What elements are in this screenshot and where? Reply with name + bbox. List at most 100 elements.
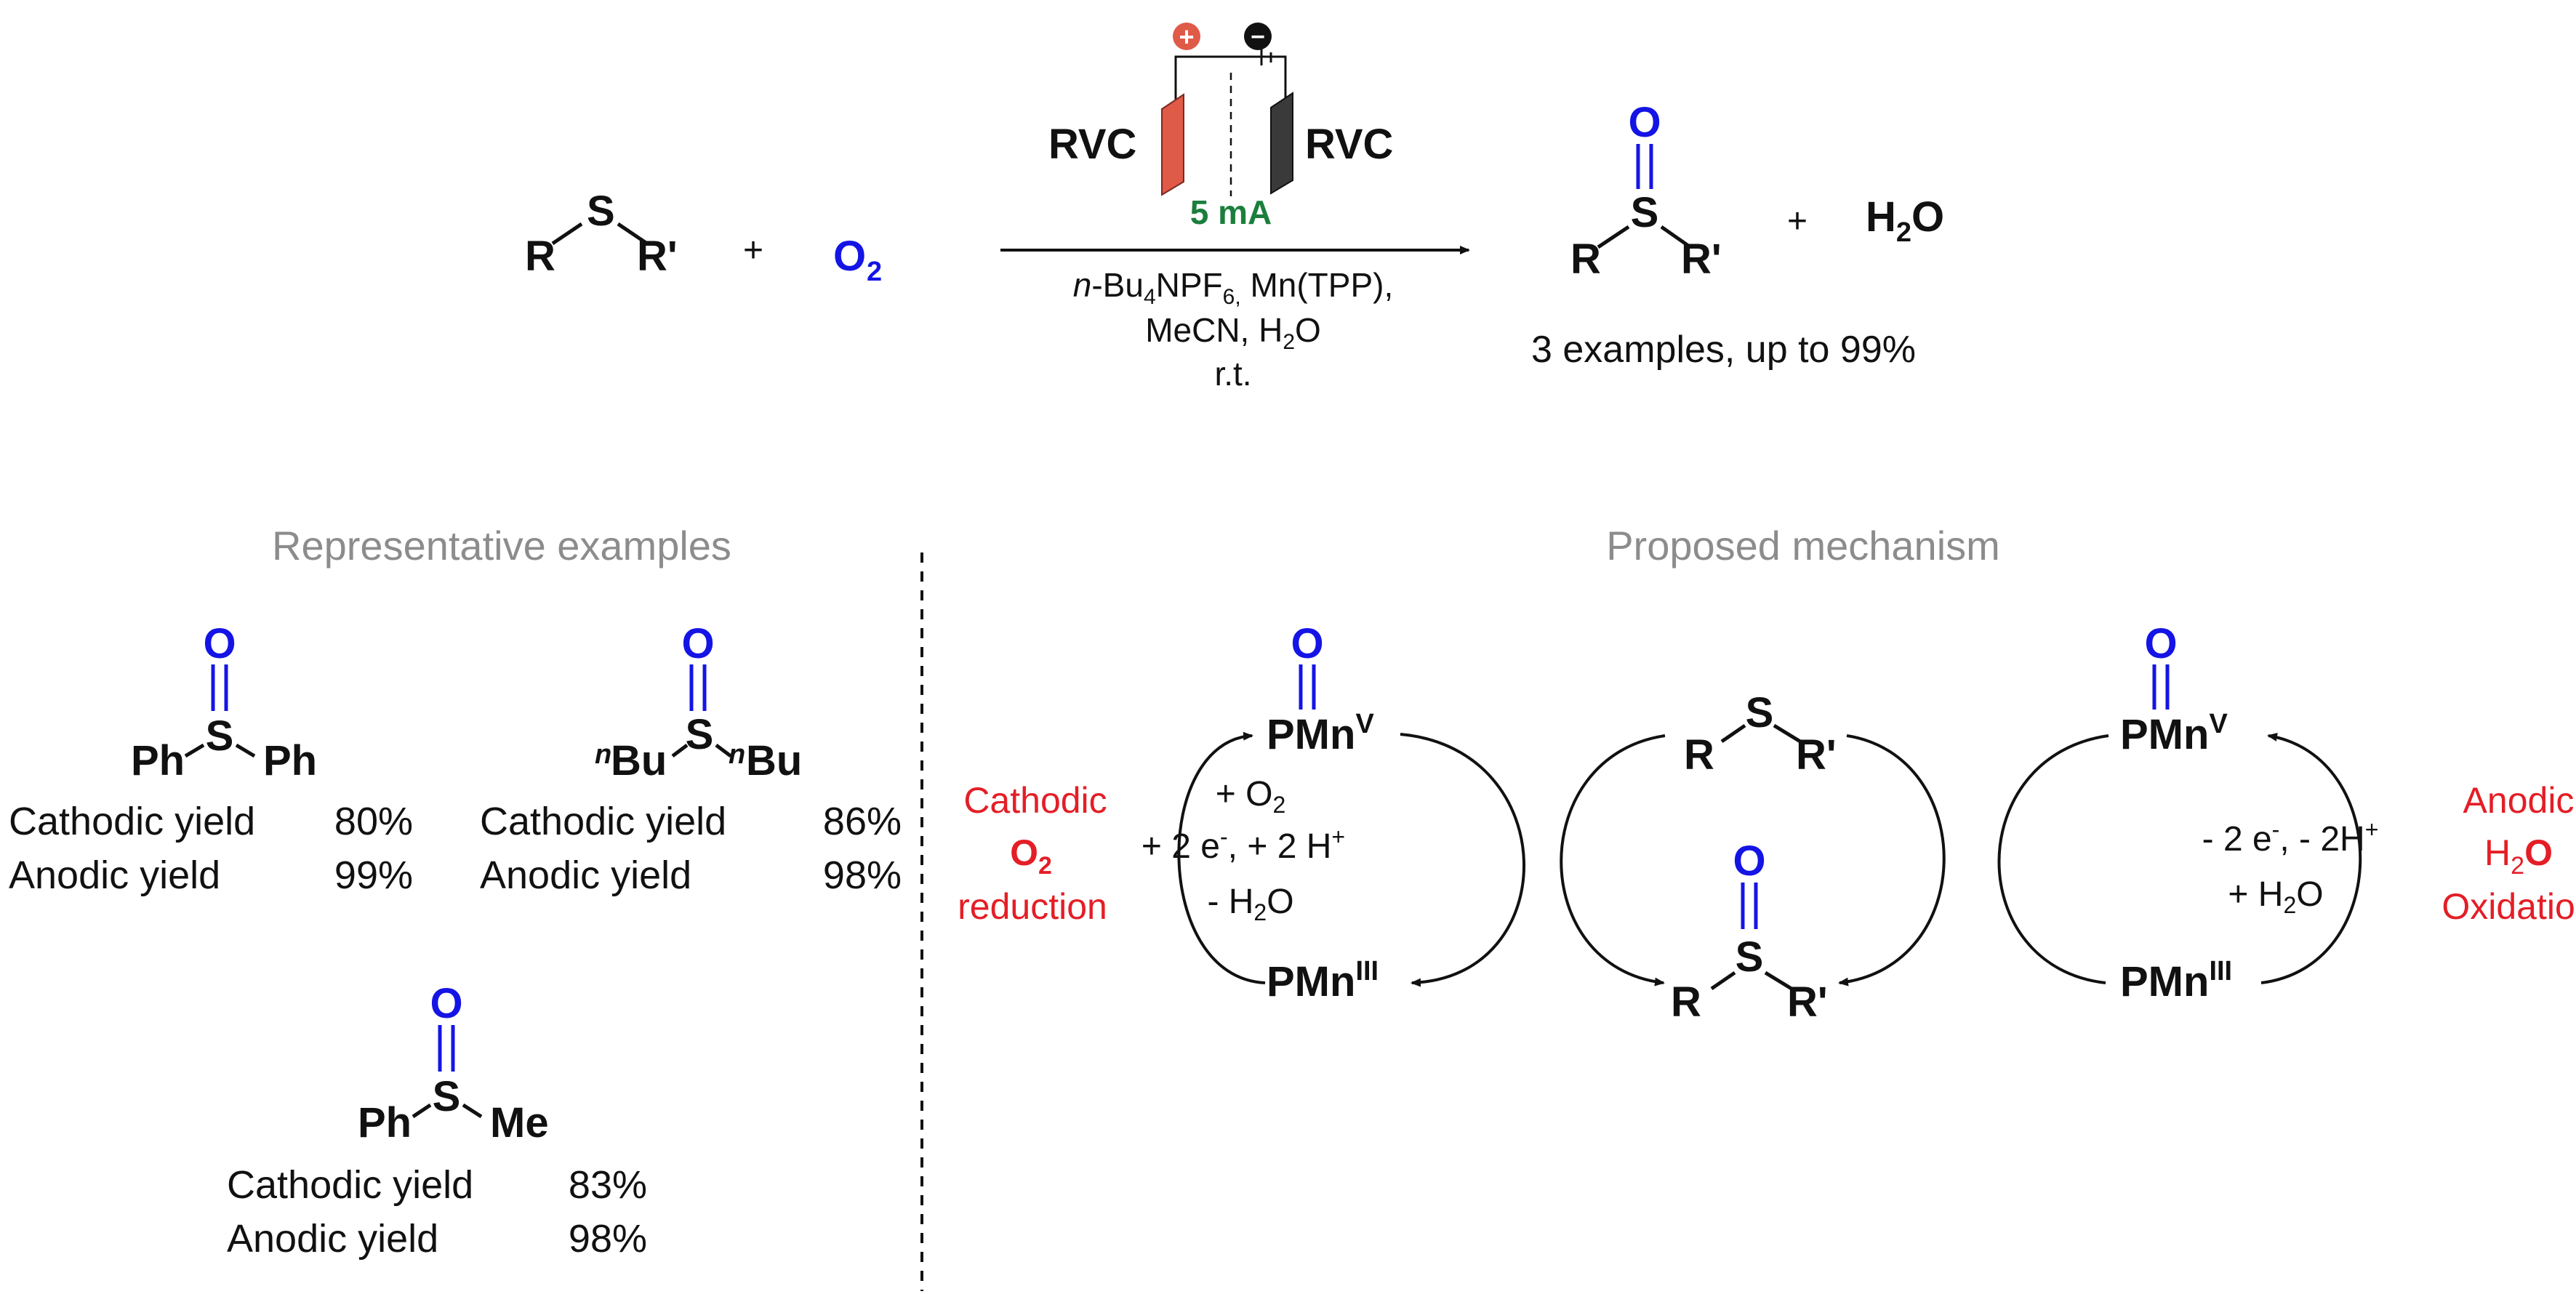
reactant-r: R [525, 233, 555, 280]
product-s: S [1631, 189, 1659, 236]
wire-left [1174, 55, 1251, 102]
cathodic-cond-line-1: + O2 [1216, 775, 1286, 818]
anodic-yield-value: 99% [334, 853, 413, 897]
pmn-v-label: PMnV [2120, 709, 2228, 758]
left-pmn-iii-label: PMnIII [1267, 956, 1379, 1005]
conditions-line-1: n-Bu4NPF6, Mn(TPP), [1073, 266, 1393, 309]
cathode-electrode [1270, 92, 1293, 195]
oxygen-subscript: 2 [867, 257, 882, 287]
example-dibutyl-sulfoxide: O S n Bu n Bu Cathodic yield 86% Anodic … [480, 620, 902, 897]
bond [1773, 723, 1802, 744]
product-o: O [1628, 99, 1661, 146]
example-left-group: Ph [131, 737, 185, 784]
left-cycle-arc-oxidation [1400, 733, 1525, 987]
oxo-o: O [2144, 620, 2177, 667]
product-rprime: R' [1681, 236, 1722, 283]
summary-text: 3 examples, up to 99% [1531, 329, 1916, 371]
cathodic-yield-value: 83% [569, 1163, 647, 1207]
bond [617, 222, 649, 246]
anodic-label: Anodic H2O Oxidation [2441, 780, 2576, 927]
electrode-left-label: RVC [1048, 121, 1136, 168]
sulfoxide-s: S [1736, 933, 1764, 981]
right-pmn-iii-label: PMnIII [2120, 956, 2232, 1005]
bond [235, 743, 256, 758]
example-o: O [681, 620, 714, 667]
bond [412, 1103, 432, 1119]
cathodic-label-line-2: O2 [1010, 832, 1052, 880]
electrochemical-cell: + − RVC RVC 5 mA [1048, 22, 1393, 231]
right-cycle-arc-outer [2260, 733, 2362, 984]
center-arc-left [1560, 734, 1666, 986]
bond [1710, 970, 1736, 991]
example-o: O [430, 980, 462, 1027]
bond [1660, 225, 1692, 249]
bond [715, 744, 732, 757]
anode-sign: + [1179, 22, 1194, 52]
center-arc-right [1838, 734, 1946, 986]
mechanism-sulfide: S R R' [1684, 689, 1837, 779]
sulfoxide-o: O [1733, 837, 1765, 885]
sulfide-s: S [1746, 689, 1774, 736]
bond [671, 744, 689, 757]
anodic-label-line-1: Anodic [2463, 780, 2575, 821]
anode-sign-icon [1173, 23, 1200, 50]
product-r: R [1570, 236, 1601, 283]
sulfoxide-r: R [1671, 978, 1701, 1026]
product-sulfoxide: O S R R' [1570, 99, 1722, 283]
cathode-sign-icon [1244, 23, 1272, 50]
cathodic-yield-value: 80% [334, 800, 413, 843]
cathodic-yield-label: Cathodic yield [9, 800, 255, 843]
anodic-cond-line-1: - 2 e-, - 2H+ [2202, 816, 2379, 859]
anodic-yield-label: Anodic yield [480, 853, 691, 897]
bond [1597, 225, 1630, 249]
sulfide-r: R [1684, 731, 1714, 779]
example-diphenyl-sulfoxide: O S Ph Ph Cathodic yield 80% Anodic yiel… [9, 620, 413, 897]
example-methyl-phenyl-sulfoxide: O S Ph Me Cathodic yield 83% Anodic yiel… [227, 980, 647, 1261]
right-cycle-arc-inner [1997, 734, 2109, 984]
reactant-s: S [587, 188, 615, 235]
anodic-yield-label: Anodic yield [227, 1217, 438, 1261]
bond [462, 1103, 483, 1119]
anodic-yield-label: Anodic yield [9, 853, 220, 897]
example-s: S [206, 712, 234, 760]
bond [1720, 723, 1746, 744]
sulfoxide-rprime: R' [1787, 978, 1828, 1026]
cathodic-label-line-3: reduction [958, 886, 1107, 927]
oxygen-o: O [833, 233, 866, 280]
example-right-group: Bu [746, 737, 802, 784]
anodic-label-line-3: Oxidation [2441, 886, 2576, 927]
anode-electrode [1161, 93, 1184, 196]
example-left-group: Bu [611, 737, 667, 784]
plus-sign-2: + [1787, 202, 1807, 241]
example-s: S [686, 711, 714, 758]
reactant-sulfide: R S R' [525, 188, 678, 280]
pmn-v-label: PMnV [1267, 709, 1374, 758]
product-water: H2O [1866, 193, 1944, 248]
bond [551, 222, 583, 246]
current-label: 5 mA [1190, 193, 1272, 231]
cathodic-yield-label: Cathodic yield [480, 800, 726, 843]
example-s: S [433, 1073, 461, 1120]
cathodic-label: Cathodic O2 reduction [958, 780, 1107, 927]
left-pmn-v-oxo: O PMnV [1267, 620, 1374, 758]
wire-right [1272, 55, 1287, 102]
example-right-group: Me [490, 1099, 549, 1146]
example-left-superscript: n [595, 739, 611, 770]
sulfide-rprime: R' [1796, 731, 1837, 779]
right-pmn-v-oxo: O PMnV [2120, 620, 2228, 758]
cathodic-cond-line-3: - H2O [1207, 883, 1293, 925]
example-o: O [203, 620, 236, 667]
example-left-group: Ph [358, 1099, 412, 1146]
anodic-conditions: - 2 e-, - 2H+ + H2O [2202, 816, 2379, 918]
cathodic-yield-value: 86% [823, 800, 902, 843]
example-right-superscript: n [729, 739, 745, 770]
mechanism-sulfoxide: O S R R' [1671, 837, 1828, 1026]
cathodic-yield-label: Cathodic yield [227, 1163, 473, 1207]
bond [184, 743, 205, 758]
oxo-o: O [1291, 620, 1323, 667]
cathode-sign: − [1251, 23, 1265, 51]
reactant-oxygen: O 2 [833, 233, 882, 287]
example-right-group: Ph [263, 737, 317, 784]
reaction-conditions: n-Bu4NPF6, Mn(TPP), MeCN, H2O r.t. [1073, 266, 1393, 393]
